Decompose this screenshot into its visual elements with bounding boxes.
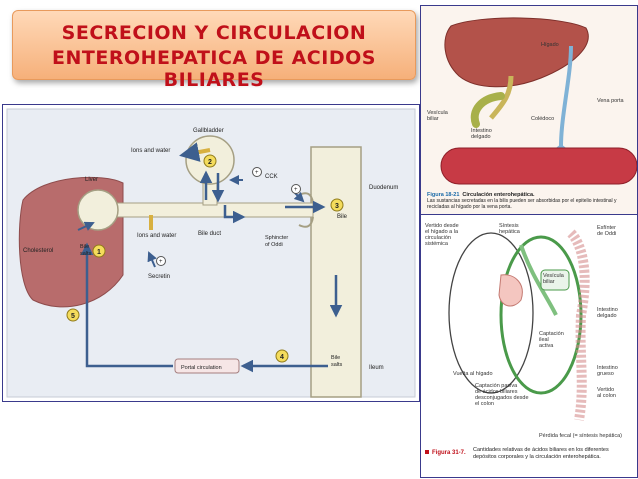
label-captacion-ileal-3: activa (539, 343, 554, 349)
label-cholesterol: Cholesterol (23, 248, 53, 254)
fig3-number: Figura 31-7. (432, 450, 466, 456)
label-sphincter-2: of Oddi (265, 242, 283, 248)
portal-circulation-box (174, 358, 240, 374)
label-captacion-pasiva-3: desconjugados desde (475, 395, 529, 401)
label-liver: Liver (85, 177, 98, 183)
label-sintesis-1: Síntesis (499, 223, 519, 229)
label-intestino-grueso-2: grueso (597, 371, 614, 377)
fig3-caption: Cantidades relativas de ácidos biliares … (473, 447, 609, 460)
label-bile: Bile (337, 214, 348, 220)
label-captacion-pasiva-2: de ácidos biliares (475, 389, 518, 395)
fig-caption: Las sustancias secretadas en la bilis pu… (427, 198, 617, 210)
label-esfinter-1: Esfínter (597, 225, 616, 231)
step-5: 5 (71, 313, 75, 320)
label-sintesis-2: hepática (499, 229, 521, 235)
label-vesicula-2: biliar (427, 116, 439, 122)
title-line-1: SECRECION Y CIRCULACION (61, 22, 367, 44)
label-gallbladder: Gallbladder (193, 128, 224, 134)
label-secretin: Secretin (148, 274, 170, 280)
step-1: 1 (97, 249, 101, 256)
label-vertido-2: el hígado a la (425, 229, 459, 235)
step-3: 3 (335, 203, 339, 210)
liver-illustration (444, 17, 589, 88)
intestine-outline (567, 229, 590, 421)
label-captacion-ileal-2: ileal (539, 337, 549, 343)
label-intestino-delgado-2: delgado (597, 313, 617, 319)
label-sphincter-1: Sphincter (265, 235, 288, 241)
label-intestino-grueso-1: Intestino (597, 365, 618, 371)
label-captacion-pasiva-4: el colon (475, 401, 494, 407)
label-coledoco: Colédoco (531, 116, 554, 122)
label-portal: Portal circulation (181, 365, 222, 371)
label-intestino-1: Intestino (471, 128, 492, 134)
step-2: 2 (208, 159, 212, 166)
label-vertido-colon-1: Vertido (597, 387, 614, 393)
label-intestino-delgado-1: Intestino (597, 307, 618, 313)
intestine-illustration (440, 147, 637, 185)
label-vena-porta: Vena porta (597, 98, 625, 104)
label-ions-water-top: Ions and water (131, 148, 170, 154)
label-captacion-pasiva-1: Captación pasiva (475, 383, 518, 389)
label-vertido-colon-2: al colon (597, 393, 616, 399)
label-captacion-ileal-1: Captación (539, 331, 564, 337)
step-4: 4 (280, 354, 284, 361)
label-intestino-2: delgado (471, 134, 491, 140)
plus-sphincter: + (294, 187, 298, 193)
label-vesicula-3-2: biliar (543, 279, 555, 285)
fig-title: Circulación enterohepática. (462, 192, 535, 198)
title-banner: SECRECION Y CIRCULACION ENTEROHEPATICA D… (12, 10, 416, 91)
plus-cck: + (255, 170, 259, 176)
fig-number-text: Figura 18-21 (427, 192, 459, 198)
label-vertido-4: sistémica (425, 241, 449, 247)
duodenum-tube (310, 146, 362, 398)
label-perdida: Pérdida fecal (= síntesis hepática) (539, 433, 622, 439)
liver-bile-pool (77, 189, 119, 231)
label-vesicula-3-1: Vesícula (543, 273, 565, 279)
label-duodenum: Duodenum (369, 185, 398, 191)
diagram1-svg: Gallbladder Ions and water Liver Cholest… (6, 108, 416, 398)
label-bile-salts-right-2: salts (331, 362, 343, 368)
label-vuelta: Vuelta al hígado (453, 371, 493, 377)
title-line-2: ENTEROHEPATICA DE ACIDOS BILIARES (52, 47, 376, 91)
label-vertido-1: Vertido desde (425, 223, 459, 229)
label-bile-salts-right-1: Bile (331, 355, 340, 361)
label-higado: Hígado (541, 42, 559, 48)
label-vesicula-1: Vesícula (427, 110, 449, 116)
label-ileum: Ileum (369, 365, 384, 371)
plus-secretin: + (159, 259, 163, 265)
bile-secretion-diagram: Gallbladder Ions and water Liver Cholest… (2, 104, 420, 402)
label-bile-salts-left-1: Bile (80, 244, 89, 250)
label-vertido-3: circulación (425, 235, 451, 241)
label-bile-salts-left-2: salts (80, 251, 92, 257)
label-bile-duct: Bile duct (198, 231, 221, 237)
label-ions-water-mid: Ions and water (137, 233, 176, 239)
label-cck: CCK (265, 174, 278, 180)
label-esfinter-2: de Oddi (597, 231, 616, 237)
